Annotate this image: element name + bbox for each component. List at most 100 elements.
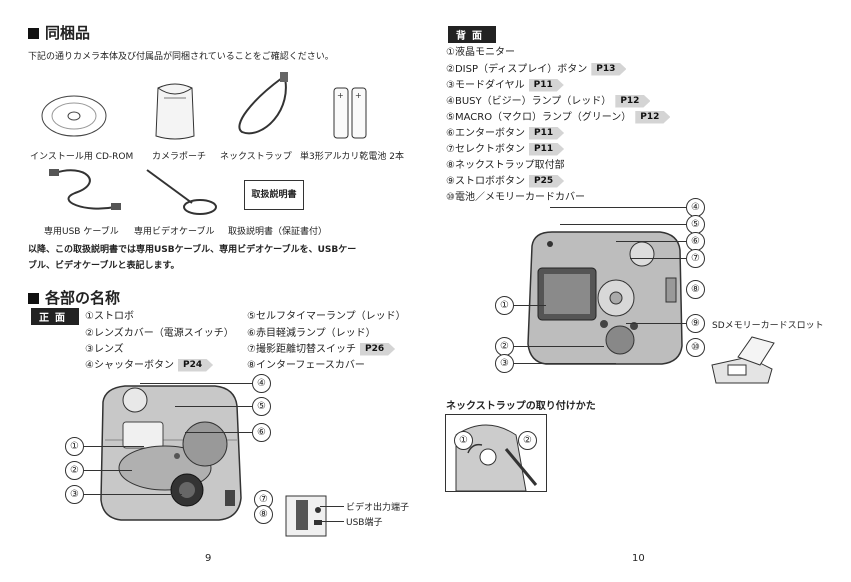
leader-line <box>84 494 182 495</box>
back-part-6-label: ⑥エンターボタン <box>446 128 525 139</box>
back-part-5: ⑤MACRO（マクロ）ランプ（グリーン）P12 <box>446 108 670 124</box>
leader-line <box>175 406 252 407</box>
interface-cover-image <box>285 495 327 537</box>
leader-line <box>550 207 686 208</box>
accessory-label-usb: 専用USB ケーブル <box>44 227 119 237</box>
cd-rom-image <box>41 95 107 137</box>
leader-line <box>560 224 686 225</box>
square-bullet-icon <box>28 293 39 304</box>
section-heading-part-names: 各部の名称 <box>28 287 120 308</box>
leader-line <box>320 506 344 507</box>
video-terminal-label: ビデオ出力端子 <box>346 503 410 513</box>
front-part-7: ⑦撮影距離切替スイッチ P26 <box>247 340 395 356</box>
back-callout-3: ③ <box>495 354 514 373</box>
front-part-4-label: ④シャッターボタン <box>85 360 174 371</box>
leader-line <box>616 241 686 242</box>
leader-line <box>626 323 686 324</box>
back-part-1: ①液晶モニター <box>446 47 515 58</box>
neck-strap-image <box>238 72 288 135</box>
front-badge: 正面 <box>31 308 79 325</box>
front-part-5: ⑤セルフタイマーランプ（レッド） <box>247 311 406 322</box>
accessory-label-cdrom: インストール用 CD-ROM <box>30 152 134 162</box>
leader-line <box>84 446 144 447</box>
page-ref-tag: P25 <box>529 175 564 188</box>
usb-terminal-label: USB端子 <box>346 518 383 528</box>
strap-diagram: ① ② <box>445 414 547 492</box>
page-number-right: 10 <box>632 553 645 564</box>
square-bullet-icon <box>28 28 39 39</box>
front-part-4: ④シャッターボタン P24 <box>85 356 213 372</box>
section-heading-contents: 同梱品 <box>28 22 90 43</box>
camera-back-image <box>527 231 683 365</box>
leader-line <box>84 470 132 471</box>
accessory-label-strap: ネックストラップ <box>220 152 292 162</box>
front-part-8: ⑧インターフェースカバー <box>247 360 365 371</box>
back-callout-9: ⑨ <box>686 314 705 333</box>
page-ref-tag: P12 <box>615 95 650 108</box>
front-part-3: ③レンズ <box>85 344 124 355</box>
intro-text: 下記の通りカメラ本体及び付属品が同梱されていることをご確認ください。 <box>28 52 334 62</box>
page-ref-tag: P13 <box>591 63 626 76</box>
accessory-label-pouch: カメラポーチ <box>152 152 207 162</box>
leader-line <box>514 305 546 306</box>
front-part-7-label: ⑦撮影距離切替スイッチ <box>247 344 356 355</box>
front-part-1: ①ストロボ <box>85 311 134 322</box>
video-cable-image <box>146 169 217 215</box>
front-callout-8: ⑧ <box>254 505 273 524</box>
camera-pouch-image <box>155 83 195 140</box>
page-ref-tag: P11 <box>529 127 564 140</box>
front-part-2: ②レンズカバー（電源スイッチ） <box>85 328 234 339</box>
back-badge: 背面 <box>448 26 496 43</box>
heading-text: 各部の名称 <box>45 289 121 307</box>
leader-line <box>514 346 604 347</box>
accessory-label-manual: 取扱説明書（保証書付） <box>228 227 328 237</box>
back-part-2-label: ②DISP（ディスプレイ）ボタン <box>446 64 588 75</box>
page-ref-tag: P26 <box>360 343 395 356</box>
page-number-left: 9 <box>205 553 212 564</box>
batteries-image: + + <box>333 87 367 139</box>
back-part-4: ④BUSY（ビジー）ランプ（レッド）P12 <box>446 92 650 108</box>
back-callout-7: ⑦ <box>686 249 705 268</box>
camera-front-image <box>100 385 242 521</box>
back-part-9-label: ⑨ストロボボタン <box>446 176 525 187</box>
accessory-label-video: 専用ビデオケーブル <box>134 227 215 237</box>
page-ref-tag: P24 <box>178 359 213 372</box>
back-callout-10: ⑩ <box>686 338 705 357</box>
back-part-9: ⑨ストロボボタン P25 <box>446 172 564 188</box>
back-part-3-label: ③モードダイヤル <box>446 80 525 91</box>
strap-heading: ネックストラップの取り付けかた <box>446 401 596 412</box>
leader-line <box>318 521 344 522</box>
sd-slot-image <box>711 336 775 384</box>
strap-illustration <box>455 424 538 491</box>
leader-line <box>185 432 252 433</box>
strap-step-2: ② <box>518 431 537 450</box>
front-callout-3: ③ <box>65 485 84 504</box>
front-callout-1: ① <box>65 437 84 456</box>
page-ref-tag: P11 <box>529 143 564 156</box>
back-part-8: ⑧ネックストラップ取付部 <box>446 160 565 171</box>
svg-text:+: + <box>355 91 362 100</box>
page-ref-tag: P11 <box>529 79 564 92</box>
leader-line <box>514 363 616 364</box>
back-callout-8: ⑧ <box>686 280 705 299</box>
accessory-label-batteries: 単3形アルカリ乾電池 2本 <box>300 152 404 162</box>
note-line-1: 以降、この取扱説明書では専用USBケーブル、専用ビデオケーブルを、USBケー <box>28 245 357 255</box>
front-callout-2: ② <box>65 461 84 480</box>
back-callout-1: ① <box>495 296 514 315</box>
leader-line <box>630 258 686 259</box>
back-part-6: ⑥エンターボタン P11 <box>446 124 564 140</box>
front-callout-5: ⑤ <box>252 397 271 416</box>
leader-line <box>140 383 252 384</box>
usb-cable-image <box>49 169 121 210</box>
svg-text:+: + <box>337 91 344 100</box>
page-ref-tag: P12 <box>635 111 670 124</box>
front-callout-4: ④ <box>252 374 271 393</box>
back-part-4-label: ④BUSY（ビジー）ランプ（レッド） <box>446 96 612 107</box>
front-part-6: ⑥赤目軽減ランプ（レッド） <box>247 328 376 339</box>
strap-step-1: ① <box>454 431 473 450</box>
heading-text: 同梱品 <box>45 24 91 42</box>
back-part-3: ③モードダイヤル P11 <box>446 76 564 92</box>
manual-image: 取扱説明書 <box>244 180 304 210</box>
